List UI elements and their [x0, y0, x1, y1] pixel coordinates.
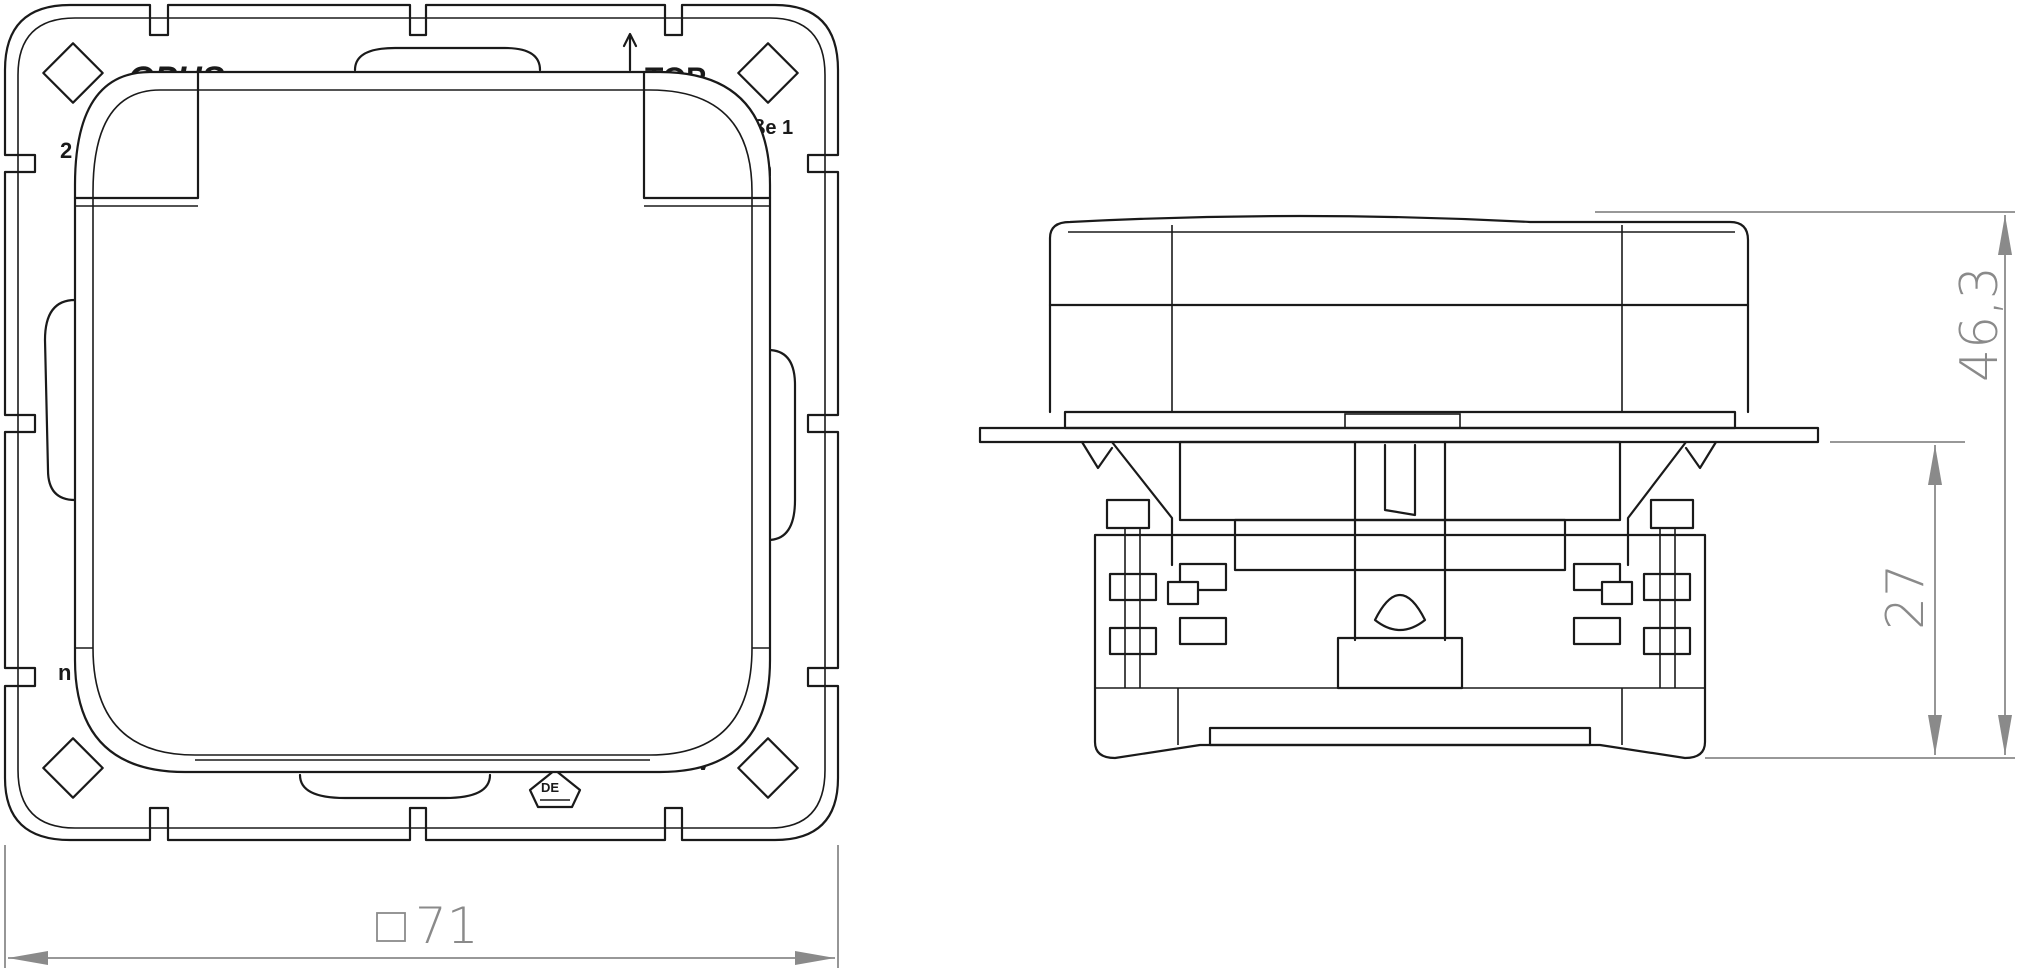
- side-clamp-left: [1080, 440, 1174, 567]
- side-cover-body: [1048, 214, 1750, 414]
- frame-inner-edge: [17, 17, 826, 829]
- side-socket-base: [1336, 636, 1464, 690]
- bottom-claw: [298, 773, 492, 800]
- cover-hinge-left: [73, 70, 200, 200]
- side-terminals-left: [1105, 498, 1228, 688]
- left-claw: [43, 298, 77, 502]
- side-clamp-right: [1626, 440, 1718, 567]
- socket-cover: [73, 70, 772, 774]
- corner-mount-tr: [737, 42, 799, 104]
- partial-text-left-top: 2: [60, 138, 72, 163]
- top-claw: [353, 46, 542, 72]
- side-terminals-right: [1572, 498, 1695, 688]
- corner-mount-br: [737, 737, 799, 799]
- corner-mount-tl: [42, 42, 104, 104]
- side-earth-spring: [1373, 593, 1427, 632]
- socket-cover-inner: [92, 89, 753, 756]
- width-label: 71: [415, 897, 479, 955]
- cover-hinge-right: [642, 70, 772, 200]
- side-view: 46,3 27: [978, 211, 2015, 760]
- ce-badge-text: DE: [541, 780, 559, 795]
- square-symbol: [376, 912, 406, 942]
- depth-arrow-bottom: [1928, 715, 1942, 755]
- depth-label: 27: [1876, 564, 1936, 630]
- partial-text-left-bottom: n: [58, 660, 71, 685]
- front-view: OPUS TOP 2 aße 1 n n V DE 71: [3, 3, 840, 968]
- corner-mount-bl: [42, 737, 104, 799]
- width-arrow-left: [8, 951, 48, 965]
- top-arrow-head: [622, 32, 638, 48]
- height-arrow-bottom: [1998, 715, 2012, 755]
- right-claw: [766, 348, 797, 542]
- side-insert-frame: [1178, 440, 1622, 522]
- side-hinge-pins: [1344, 413, 1461, 429]
- side-earth-contact: [1353, 440, 1447, 642]
- mounting-frame: [3, 3, 840, 842]
- total-height-label: 46,3: [1950, 266, 2010, 382]
- side-body-housing: [1093, 533, 1707, 760]
- side-insert-core: [1233, 518, 1567, 572]
- ce-badge: [528, 768, 582, 809]
- side-mounting-plate: [978, 426, 1820, 444]
- width-arrow-right: [795, 951, 835, 965]
- height-arrow-top: [1998, 215, 2012, 255]
- side-bottom-step: [1208, 726, 1592, 747]
- depth-arrow-top: [1928, 445, 1942, 485]
